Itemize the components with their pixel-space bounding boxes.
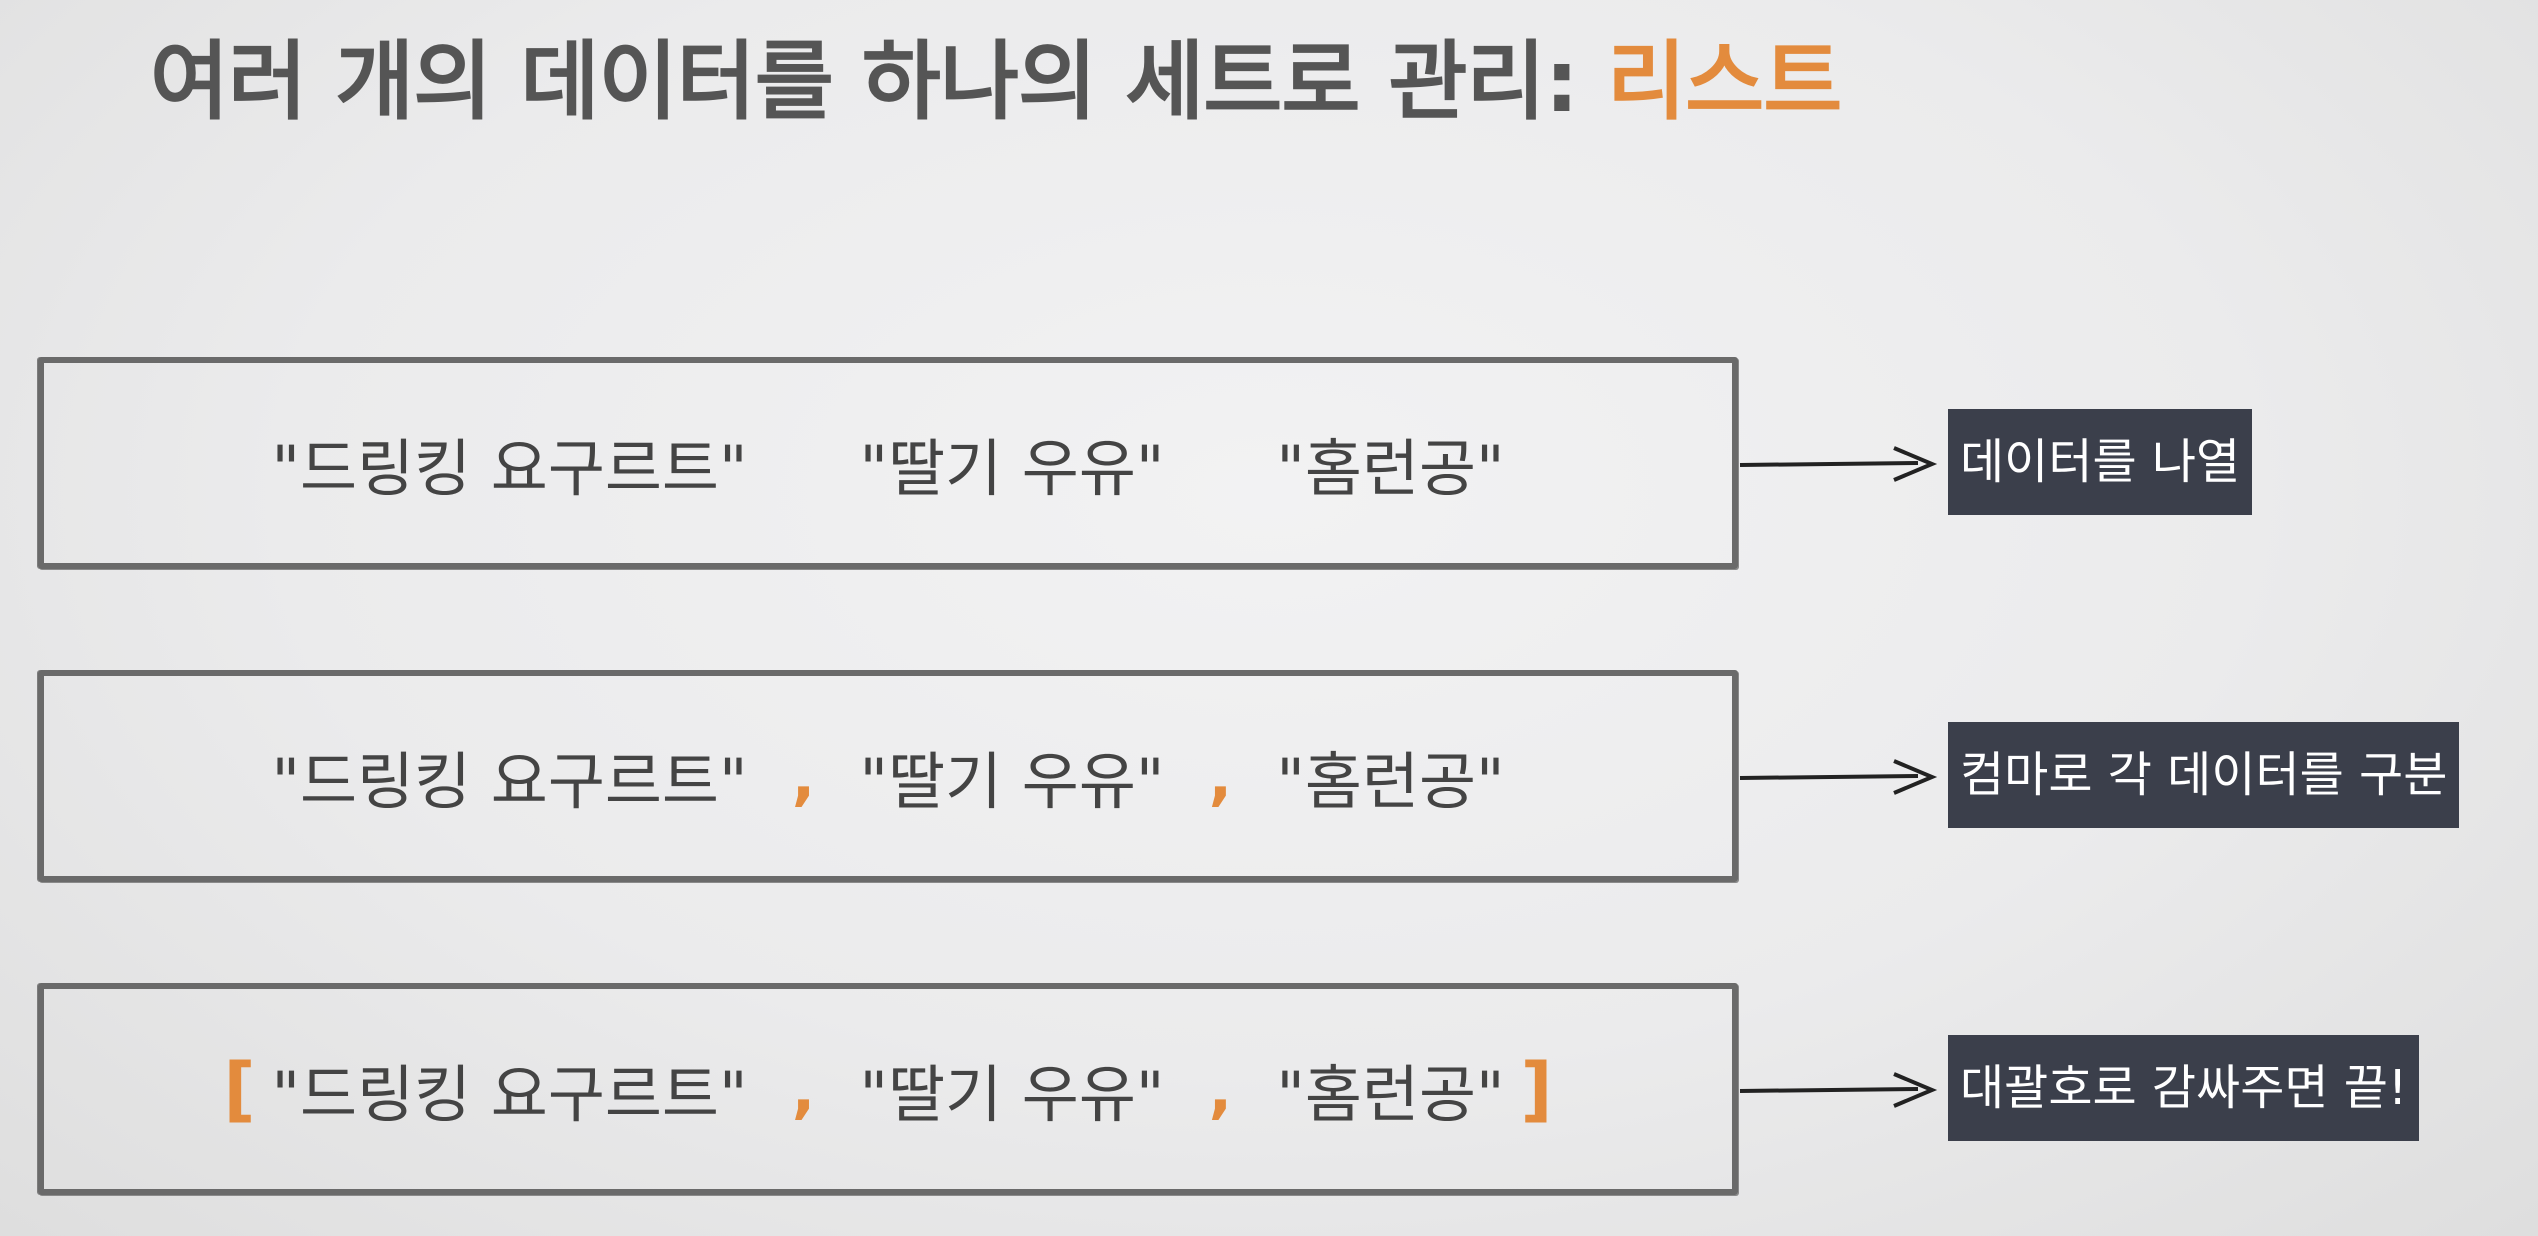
title-main: 여러 개의 데이터를 하나의 세트로 관리: <box>150 32 1607 132</box>
listing-box <box>38 357 1738 569</box>
row-listing: "드링킹 요구르트" "딸기 우유" "홈런공" 데이터를 나열 <box>38 357 2253 569</box>
listing-items: "드링킹 요구르트" "딸기 우유" "홈런공" <box>38 357 1738 569</box>
item-homerun-ball: "홈런공" <box>1276 1058 1505 1131</box>
item-strawberry-milk: "딸기 우유" <box>859 1058 1165 1131</box>
label-comma: 컴마로 각 데이터를 구분 <box>1948 722 2460 828</box>
comma-items: "드링킹 요구르트" , "딸기 우유" , "홈런공" <box>38 670 1738 882</box>
row-bracketed: [ "드링킹 요구르트" , "딸기 우유" , "홈런공" ] 대괄호로 감싸… <box>38 983 2420 1195</box>
item-drinking-yogurt: "드링킹 요구르트" <box>271 1058 748 1131</box>
comma-box <box>38 670 1738 882</box>
arrow-icon <box>1739 759 1938 795</box>
comma-separator: , <box>1208 1052 1233 1126</box>
item-drinking-yogurt: "드링킹 요구르트" <box>271 432 748 505</box>
arrow-icon <box>1739 446 1938 482</box>
comma-separator: , <box>1208 739 1233 813</box>
comma-separator: , <box>791 1052 816 1126</box>
item-strawberry-milk: "딸기 우유" <box>859 432 1165 505</box>
bracket-box <box>38 983 1738 1195</box>
item-strawberry-milk: "딸기 우유" <box>859 745 1165 818</box>
item-homerun-ball: "홈런공" <box>1276 432 1505 505</box>
bracket-items: [ "드링킹 요구르트" , "딸기 우유" , "홈런공" ] <box>38 983 1738 1195</box>
row-comma-separated: "드링킹 요구르트" , "딸기 우유" , "홈런공" 컴마로 각 데이터를 … <box>38 670 2460 882</box>
page-title: 여러 개의 데이터를 하나의 세트로 관리: 리스트 <box>150 22 1842 142</box>
item-drinking-yogurt: "드링킹 요구르트" <box>271 745 748 818</box>
arrow-icon <box>1739 1072 1938 1108</box>
close-bracket: ] <box>1520 1048 1553 1130</box>
label-listing: 데이터를 나열 <box>1948 409 2253 515</box>
item-homerun-ball: "홈런공" <box>1276 745 1505 818</box>
comma-separator: , <box>791 739 816 813</box>
label-bracket: 대괄호로 감싸주면 끝! <box>1948 1035 2420 1141</box>
open-bracket: [ <box>223 1048 256 1130</box>
title-accent: 리스트 <box>1606 32 1842 132</box>
